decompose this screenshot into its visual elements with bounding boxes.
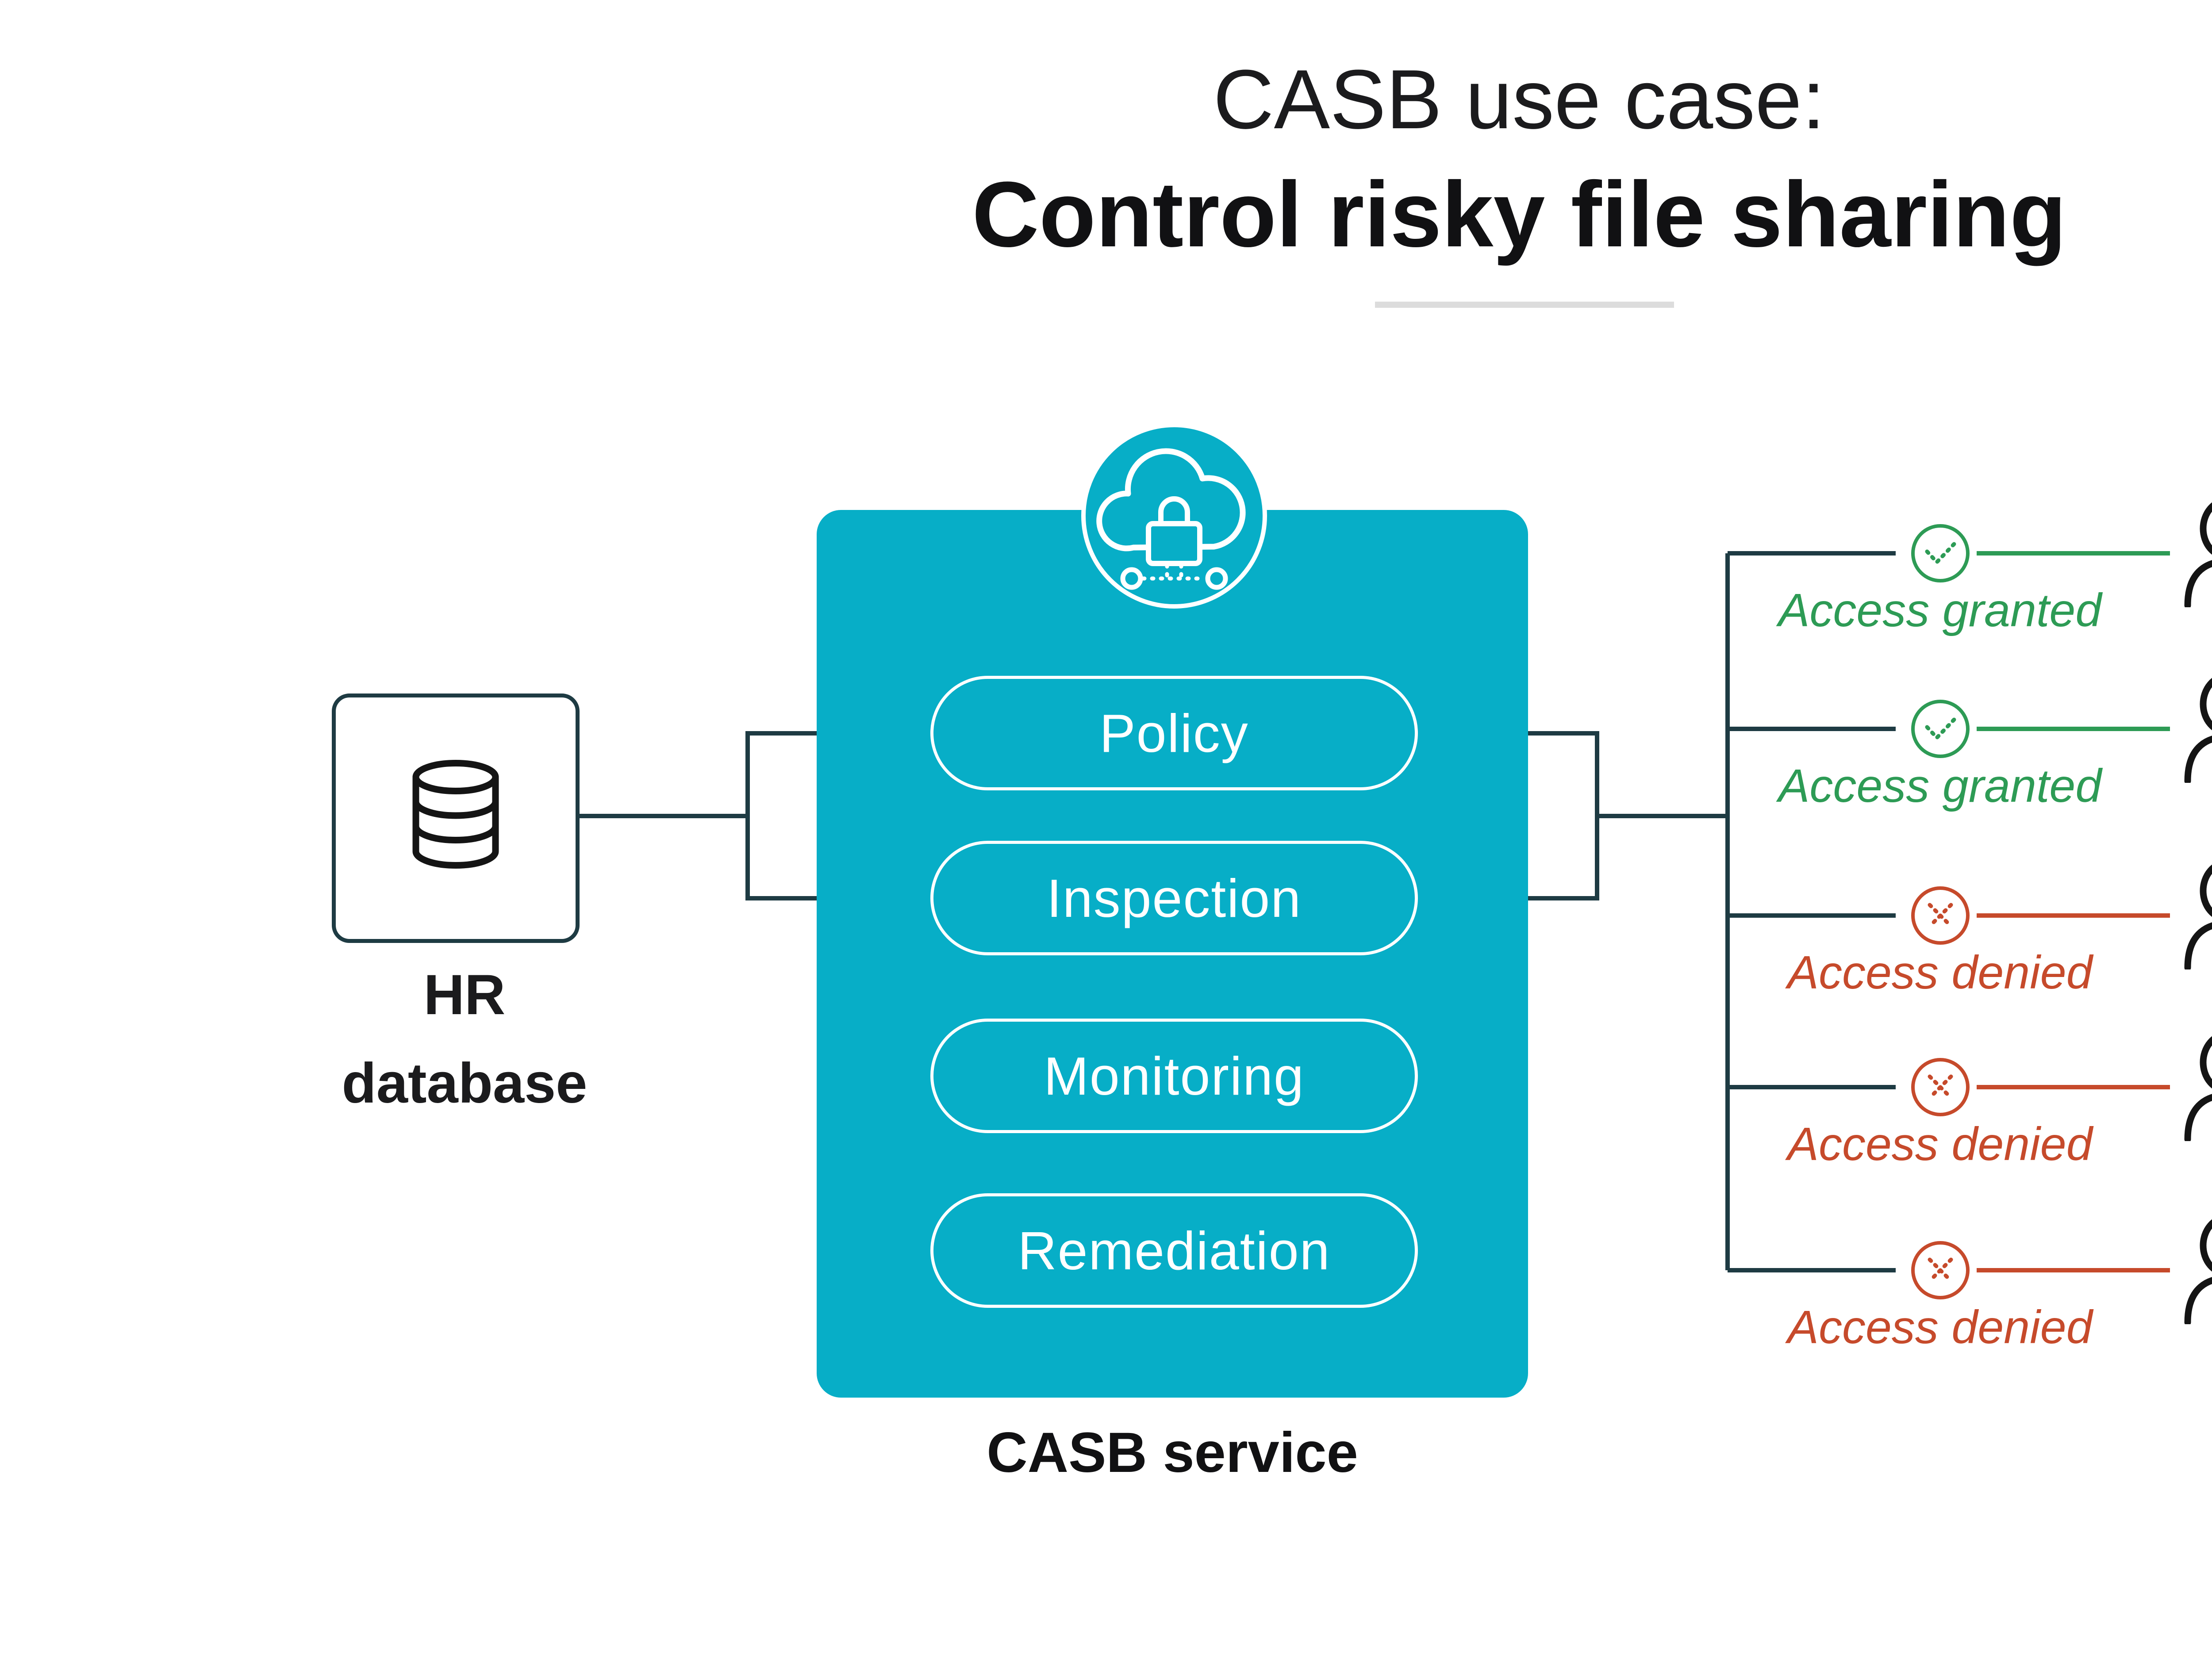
pill-inspection-label: Inspection <box>1046 868 1302 928</box>
database-icon <box>412 760 499 869</box>
pill-monitoring: Monitoring <box>930 1019 1418 1133</box>
cross-circle-icon <box>1911 886 1970 945</box>
access-status-label: Access denied <box>1787 1118 2093 1170</box>
pill-policy: Policy <box>930 676 1418 790</box>
pill-policy-label: Policy <box>1099 703 1249 763</box>
user-icon <box>2184 864 2212 969</box>
pill-remediation: Remediation <box>930 1193 1418 1308</box>
cloud-lock-badge <box>1081 423 1267 609</box>
access-status-label: Access granted <box>1778 584 2102 636</box>
pill-remediation-label: Remediation <box>1018 1220 1331 1281</box>
access-status-label: Access denied <box>1787 946 2093 999</box>
casb-output-bracket <box>1528 731 1599 900</box>
title-line-1: CASB use case: <box>1213 53 1825 146</box>
user-icon <box>2184 502 2212 607</box>
check-circle-icon <box>1911 700 1970 758</box>
title-divider <box>1375 302 1674 308</box>
check-circle-icon <box>1911 524 1970 582</box>
hr-database-box <box>332 693 580 943</box>
access-status-label: Access granted <box>1778 760 2102 812</box>
title-line-2: Control risky file sharing <box>972 162 2066 266</box>
hr-database-label-line-1: HR <box>423 963 506 1027</box>
access-status-label: Access denied <box>1787 1301 2093 1353</box>
user-icon <box>2184 678 2212 783</box>
casb-service-label: CASB service <box>987 1421 1358 1484</box>
pill-monitoring-label: Monitoring <box>1044 1046 1305 1106</box>
hr-database-label: HR database <box>288 951 641 1128</box>
cross-circle-icon <box>1911 1241 1970 1299</box>
casb-input-bracket <box>745 731 817 900</box>
user-icon <box>2184 1036 2212 1141</box>
user-icon <box>2184 1219 2212 1324</box>
cloud-lock-icon <box>1096 448 1246 590</box>
hr-database-label-line-2: database <box>342 1052 588 1115</box>
cross-circle-icon <box>1911 1058 1970 1116</box>
page-title: CASB use case: Control risky file sharin… <box>944 46 2094 272</box>
pill-inspection: Inspection <box>930 841 1418 955</box>
